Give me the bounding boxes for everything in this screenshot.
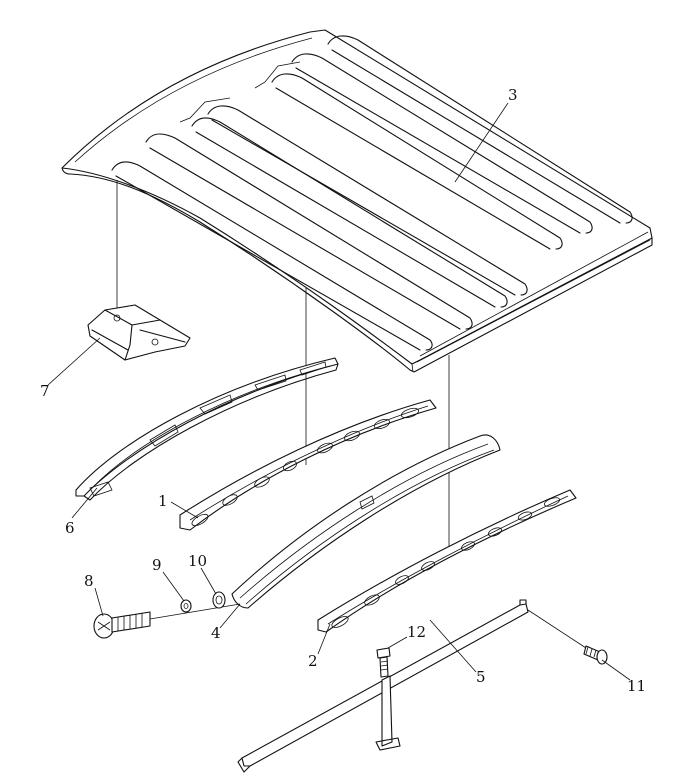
front-rail: [75, 357, 339, 501]
label-part-5: 5: [476, 668, 486, 686]
spacer-ring: [212, 591, 226, 609]
reinforcement-rear: [317, 489, 577, 633]
label-part-7: 7: [40, 382, 50, 400]
label-part-11: 11: [627, 677, 646, 695]
roof-panel: [61, 29, 653, 373]
label-part-8: 8: [84, 572, 94, 590]
label-part-6: 6: [65, 519, 75, 537]
label-part-9: 9: [152, 556, 162, 574]
label-part-2: 2: [308, 652, 318, 670]
support-bar: [237, 599, 529, 773]
label-part-3: 3: [508, 86, 518, 104]
rear-bow: [231, 434, 501, 609]
bracket: [87, 304, 191, 361]
label-part-10: 10: [188, 552, 207, 570]
reinforcement-front: [179, 399, 437, 531]
part-labels: 3 7 6 1 4 2 5 8 9 10 12 11: [40, 86, 646, 695]
bolt-small-left: [376, 647, 391, 678]
washer: [180, 599, 192, 613]
bolt-small-right: [527, 609, 608, 665]
roof-ribs: [111, 35, 633, 351]
label-part-1: 1: [158, 492, 168, 510]
label-part-4: 4: [211, 624, 221, 642]
bolt-large: [93, 603, 241, 639]
label-part-12: 12: [407, 623, 426, 641]
leader-lines: [47, 102, 631, 681]
